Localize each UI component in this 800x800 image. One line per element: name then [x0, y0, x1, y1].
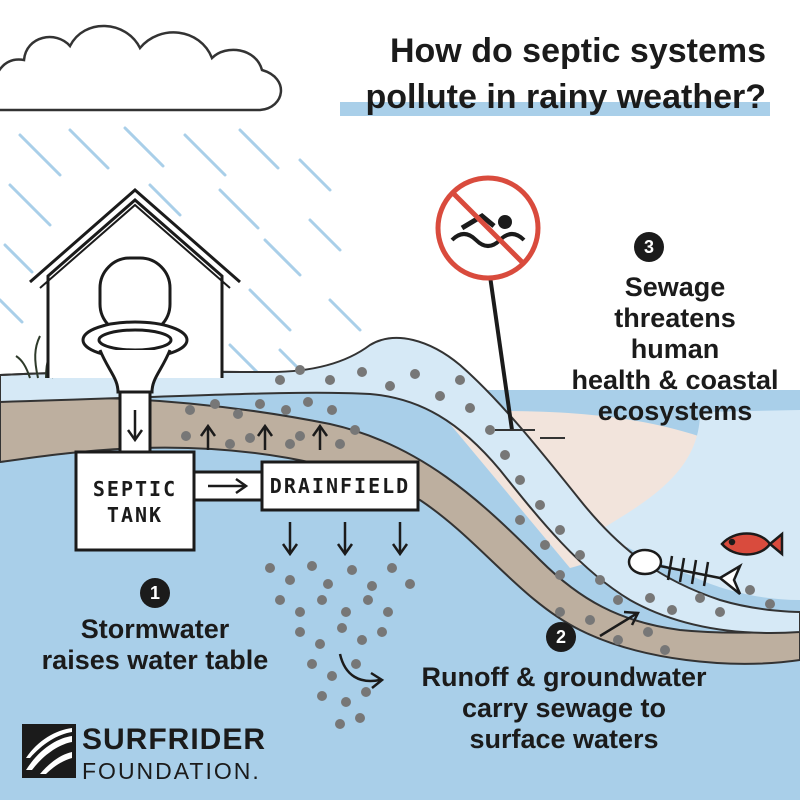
arrow-icon	[126, 410, 144, 443]
logo-subtitle: FOUNDATION.	[82, 758, 261, 784]
arrow-icon	[338, 653, 385, 689]
rain-icon	[0, 126, 362, 384]
step-3-line4: ecosystems	[597, 396, 753, 426]
arrow-icon	[208, 477, 249, 495]
logo-name: SURFRIDER	[82, 723, 267, 756]
step-2-text: Runoff & groundwater carry sewage to sur…	[405, 662, 723, 755]
drainfield-box	[260, 460, 420, 512]
step-1-line2: raises water table	[41, 645, 269, 675]
cloud-icon	[0, 24, 283, 112]
step-1-text: Stormwater raises water table	[20, 614, 290, 676]
septic-tank-label: SEPTIC TANK	[76, 476, 194, 528]
dead-fish-icon	[627, 548, 743, 595]
step-3-line2: threatens human	[614, 303, 736, 364]
drainfield-label: DRAINFIELD	[269, 474, 411, 498]
step-3-line1: Sewage	[624, 272, 726, 302]
step-2-badge: 2	[546, 622, 576, 652]
page-title: How do septic systems pollute in rainy w…	[326, 28, 770, 120]
step-2-line3: surface waters	[469, 724, 659, 754]
step-2-line1: Runoff & groundwater	[421, 662, 707, 692]
step-3-text: Sewage threatens human health & coastal …	[568, 272, 782, 427]
runoff-band	[0, 337, 800, 634]
no-swimming-sign-icon	[435, 175, 565, 439]
step-1-line1: Stormwater	[80, 614, 230, 644]
step-1-badge: 1	[140, 578, 170, 608]
septic-tank-label-line2: TANK	[106, 503, 164, 527]
upward-arrows	[199, 423, 329, 450]
toilet-icon	[81, 256, 189, 394]
title-line2: pollute in rainy weather?	[326, 74, 770, 120]
fish-icon	[720, 531, 784, 557]
septic-tank-label-line1: SEPTIC	[92, 477, 178, 501]
step-3-badge: 3	[634, 232, 664, 262]
surfrider-logo-icon	[22, 724, 76, 778]
sewage-particles	[181, 365, 775, 729]
title-line1: How do septic systems	[389, 32, 766, 70]
arrow-icon	[599, 610, 640, 638]
downward-arrows	[281, 522, 409, 557]
step-2-line2: carry sewage to	[461, 693, 667, 723]
step-3-line3: health & coastal	[571, 365, 779, 395]
